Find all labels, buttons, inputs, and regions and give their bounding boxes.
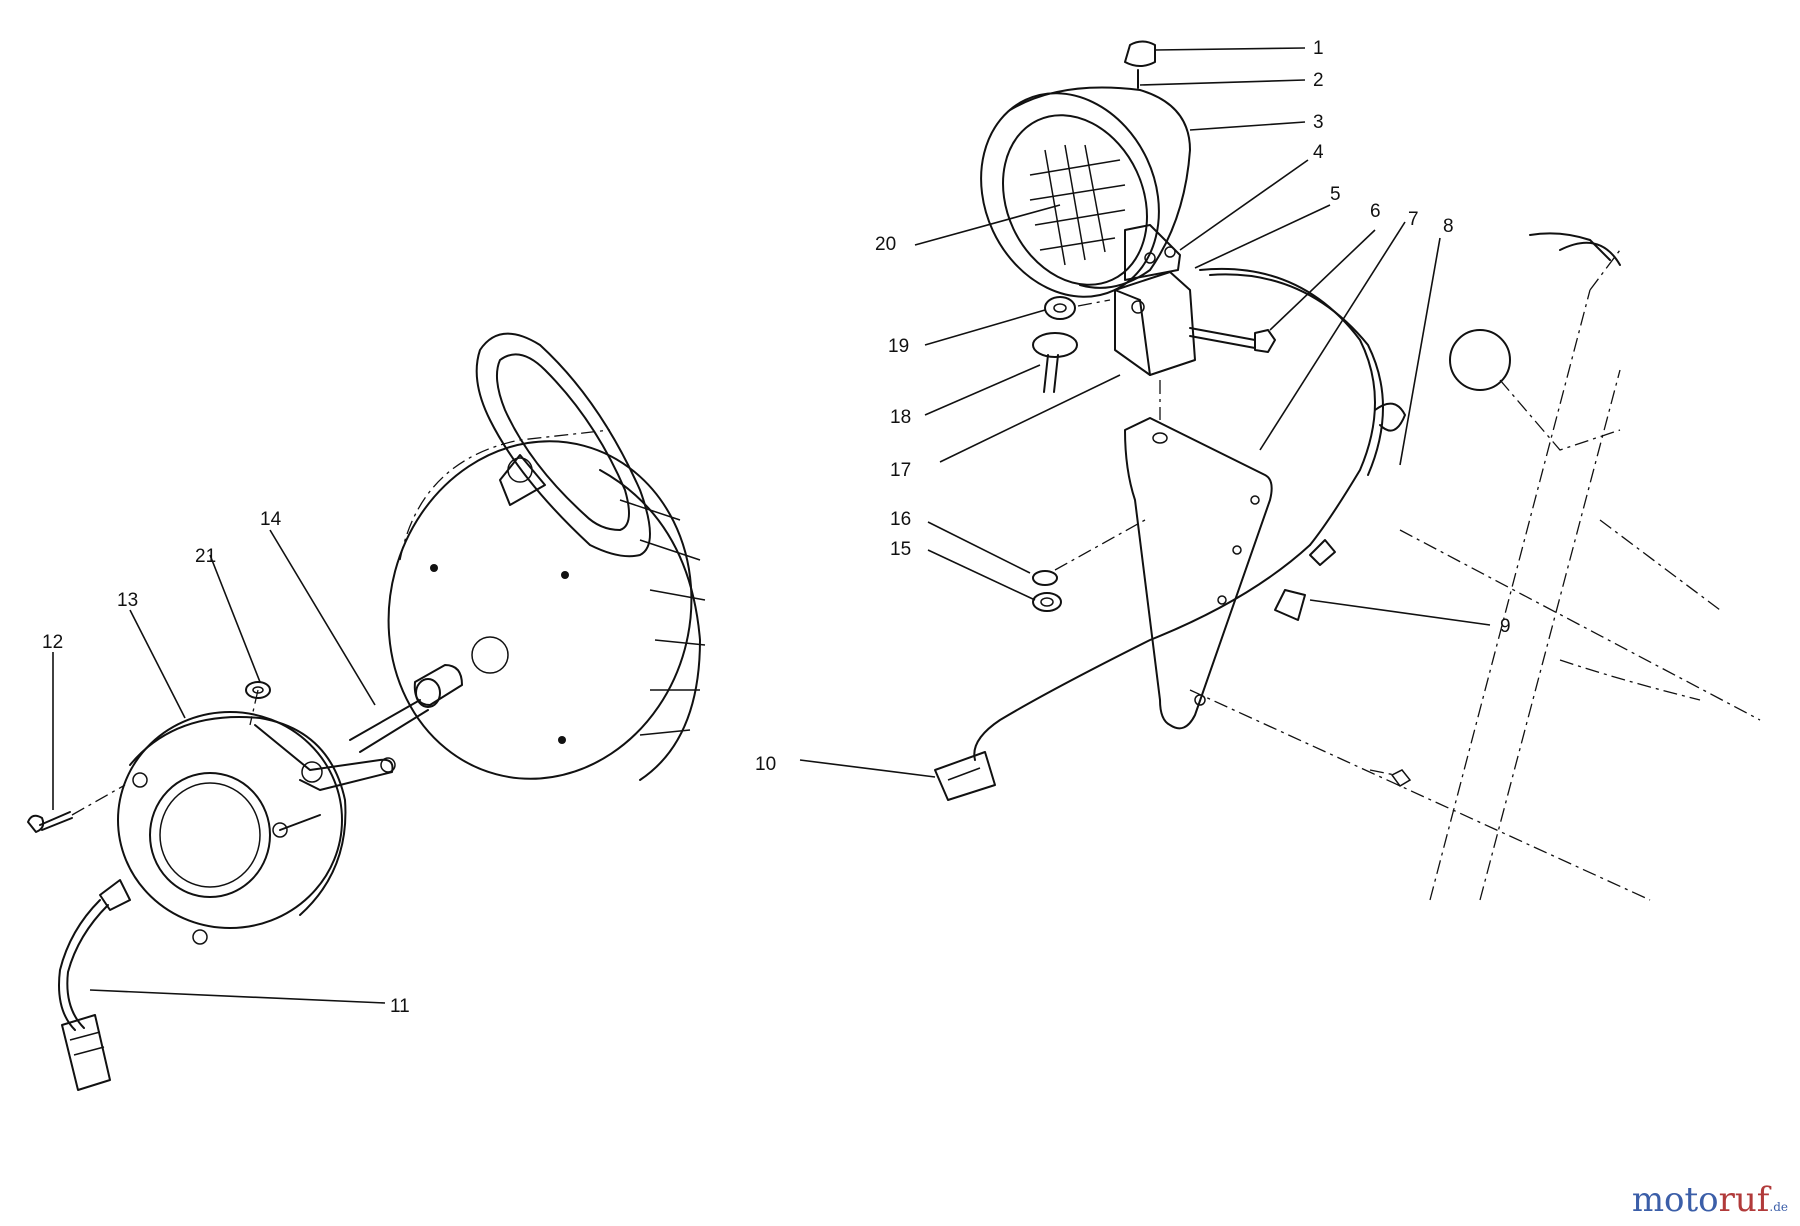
callout-6: 6 xyxy=(1370,201,1381,222)
watermark-suffix: .de xyxy=(1769,1200,1788,1214)
callout-17: 17 xyxy=(890,460,911,481)
callout-leaders xyxy=(52,47,1491,1004)
callout-labels: 1 2 3 4 5 6 7 8 9 10 11 12 13 14 15 16 1… xyxy=(42,38,1511,1017)
callout-20: 20 xyxy=(875,234,896,255)
clutch-wire-harness xyxy=(58,899,111,1091)
callout-3: 3 xyxy=(1313,112,1324,133)
electric-clutch xyxy=(99,711,396,945)
light-mounting-bracket xyxy=(1114,224,1196,420)
steering-wheel xyxy=(475,332,651,558)
support-plate xyxy=(1124,417,1273,730)
callout-15: 15 xyxy=(890,539,911,560)
callout-12: 12 xyxy=(42,632,63,653)
callout-8: 8 xyxy=(1443,216,1454,237)
callout-7: 7 xyxy=(1408,209,1419,230)
callout-5: 5 xyxy=(1330,184,1341,205)
callout-2: 2 xyxy=(1313,70,1324,91)
handle-frame xyxy=(1189,232,1761,901)
washer-21 xyxy=(245,681,271,726)
callout-1: 1 xyxy=(1313,38,1324,59)
bolt-6 xyxy=(1189,327,1276,353)
watermark-main-b: ruf xyxy=(1718,1180,1770,1220)
watermark-logo: motoruf.de xyxy=(1632,1180,1788,1220)
carriage-bolt-18 xyxy=(1032,332,1078,393)
hub-coupling xyxy=(349,664,463,753)
callout-11: 11 xyxy=(390,996,410,1017)
callout-14: 14 xyxy=(260,509,282,530)
callout-16: 16 xyxy=(890,509,911,530)
watermark-main-a: moto xyxy=(1631,1180,1719,1220)
bolt-12 xyxy=(27,784,126,833)
callout-9: 9 xyxy=(1500,616,1511,637)
nut-19 xyxy=(1044,296,1111,320)
light-wire-harness xyxy=(934,267,1406,801)
callout-4: 4 xyxy=(1313,142,1324,163)
callout-18: 18 xyxy=(890,407,911,428)
lockwasher-nut-15-16 xyxy=(1032,519,1146,612)
callout-21: 21 xyxy=(195,546,216,567)
callout-10: 10 xyxy=(755,754,776,775)
callout-13: 13 xyxy=(117,590,138,611)
callout-19: 19 xyxy=(888,336,909,357)
